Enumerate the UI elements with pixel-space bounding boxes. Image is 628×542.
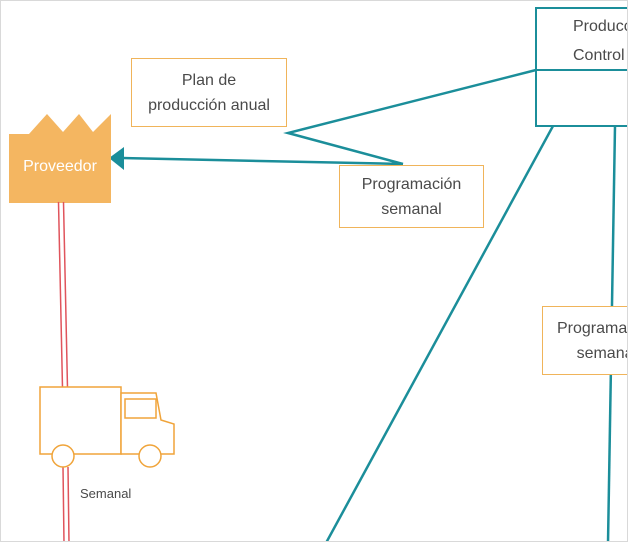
annual-plan-box: Plan de producción anual	[131, 58, 287, 127]
production-control-box: Producción Control	[535, 7, 627, 127]
shipment-double-line	[57, 201, 70, 541]
weekly-schedule-box-left: Programación semanal	[339, 165, 484, 228]
control-to-bottom-left-connector	[325, 125, 555, 541]
weekly-schedule-box-right: Programación semanal	[542, 306, 627, 375]
schedule-to-supplier-connector	[121, 156, 404, 166]
supplier-label: Proveedor	[23, 158, 97, 175]
factory-icon	[9, 114, 111, 203]
truck-icon	[39, 386, 175, 468]
shipment-frequency-label: Semanal	[80, 486, 132, 501]
production-control-title: Producción Control	[537, 9, 627, 71]
annual-plan-zigzag-connector	[283, 68, 537, 166]
arrowhead-to-supplier-icon	[109, 147, 124, 170]
